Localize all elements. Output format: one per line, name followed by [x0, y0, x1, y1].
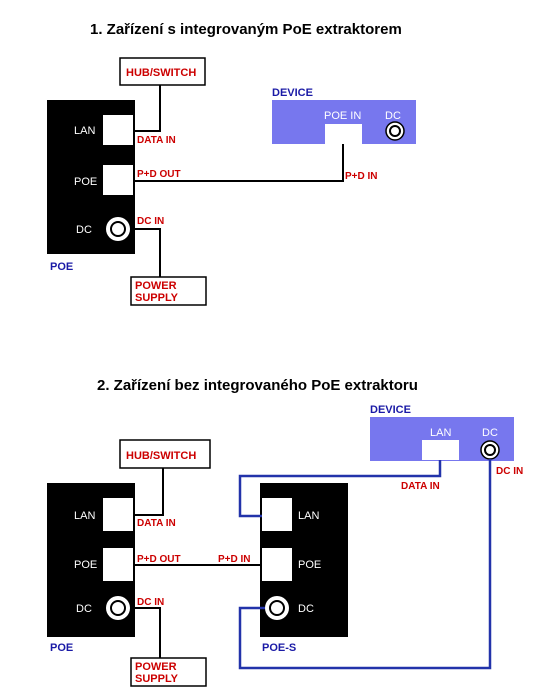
d2-dc-label: DC	[76, 603, 92, 615]
d2-device-lan-label: LAN	[430, 427, 451, 439]
d1-device-dc-label: DC	[385, 110, 401, 122]
section2-title: 2. Zařízení bez integrovaného PoE extrak…	[97, 377, 418, 394]
d1-lan-port	[103, 115, 133, 145]
d2-poes-lan-port	[262, 498, 292, 531]
d1-wire-hub-lan	[133, 85, 161, 132]
d1-wire-dc-power	[130, 228, 161, 277]
d2-poes-box-name: POE-S	[262, 642, 296, 654]
d1-dc-label: DC	[76, 224, 92, 236]
d2-lan-label: LAN	[74, 510, 95, 522]
d2-power-label-2: SUPPLY	[135, 673, 179, 685]
d1-device-poe-in-label: POE IN	[324, 110, 361, 122]
d2-device-box: LAN DC	[370, 417, 514, 461]
d1-hub-switch-label: HUB/SWITCH	[126, 67, 196, 79]
d1-lan-label: LAN	[74, 125, 95, 137]
d2-device-dc-label: DC	[482, 427, 498, 439]
d2-wire-dc-power	[130, 607, 161, 658]
d2-lan-port	[103, 498, 133, 531]
d2-pd-out-label: P+D OUT	[137, 554, 181, 565]
d2-dev-data-in-label: DATA IN	[401, 481, 440, 492]
d1-poe-box-name: POE	[50, 261, 73, 273]
d1-poe-box: LAN POE DC	[47, 100, 135, 254]
d2-power-supply-box: POWER SUPPLY	[130, 657, 207, 687]
d1-pd-out-label: P+D OUT	[137, 169, 181, 180]
d2-hub-switch-box: HUB/SWITCH	[119, 439, 211, 469]
d2-wire-hub-lan	[133, 468, 164, 516]
d2-device-lan-port	[422, 440, 459, 460]
d2-black-wires	[130, 468, 262, 658]
d1-device-box: POE IN DC	[272, 100, 416, 144]
d2-blue-wires	[238, 459, 492, 670]
d1-device-poe-in-port	[325, 124, 362, 144]
d1-poe-label: POE	[74, 176, 97, 188]
d2-data-in-label: DATA IN	[137, 518, 176, 529]
d1-power-label-2: SUPPLY	[135, 292, 179, 304]
d2-device-name: DEVICE	[370, 404, 411, 416]
d1-dc-in-label: DC IN	[137, 216, 164, 227]
d1-data-in-label: DATA IN	[137, 135, 176, 146]
d2-wire-poes-dc-device	[238, 459, 492, 670]
d2-wire-poes-lan-device	[238, 460, 442, 518]
d2-hub-switch-label: HUB/SWITCH	[126, 450, 196, 462]
d2-poe-box: LAN POE DC	[47, 483, 135, 637]
d1-hub-switch-box: HUB/SWITCH	[119, 57, 206, 86]
d2-poes-box: LAN POE DC	[260, 483, 348, 637]
d2-poe-port	[103, 548, 133, 581]
d2-poe-box-name: POE	[50, 642, 73, 654]
d2-poes-lan-label: LAN	[298, 510, 319, 522]
d1-wires	[130, 85, 344, 277]
d1-power-label-1: POWER	[135, 280, 177, 292]
d1-wire-poe-device	[133, 144, 344, 182]
d1-poe-port	[103, 165, 133, 195]
d2-poes-poe-port	[262, 548, 292, 581]
d2-dev-dc-in-label: DC IN	[496, 466, 523, 477]
d1-device-name: DEVICE	[272, 87, 313, 99]
d2-poes-dc-label: DC	[298, 603, 314, 615]
d2-pd-in-label: P+D IN	[218, 554, 251, 565]
d2-poe-label: POE	[74, 559, 97, 571]
section1-title: 1. Zařízení s integrovaným PoE extraktor…	[90, 21, 402, 38]
d2-poes-poe-label: POE	[298, 559, 321, 571]
d1-pd-in-label: P+D IN	[345, 171, 378, 182]
d1-power-supply-box: POWER SUPPLY	[130, 276, 207, 306]
d2-power-label-1: POWER	[135, 661, 177, 673]
d2-dc-in-label: DC IN	[137, 597, 164, 608]
